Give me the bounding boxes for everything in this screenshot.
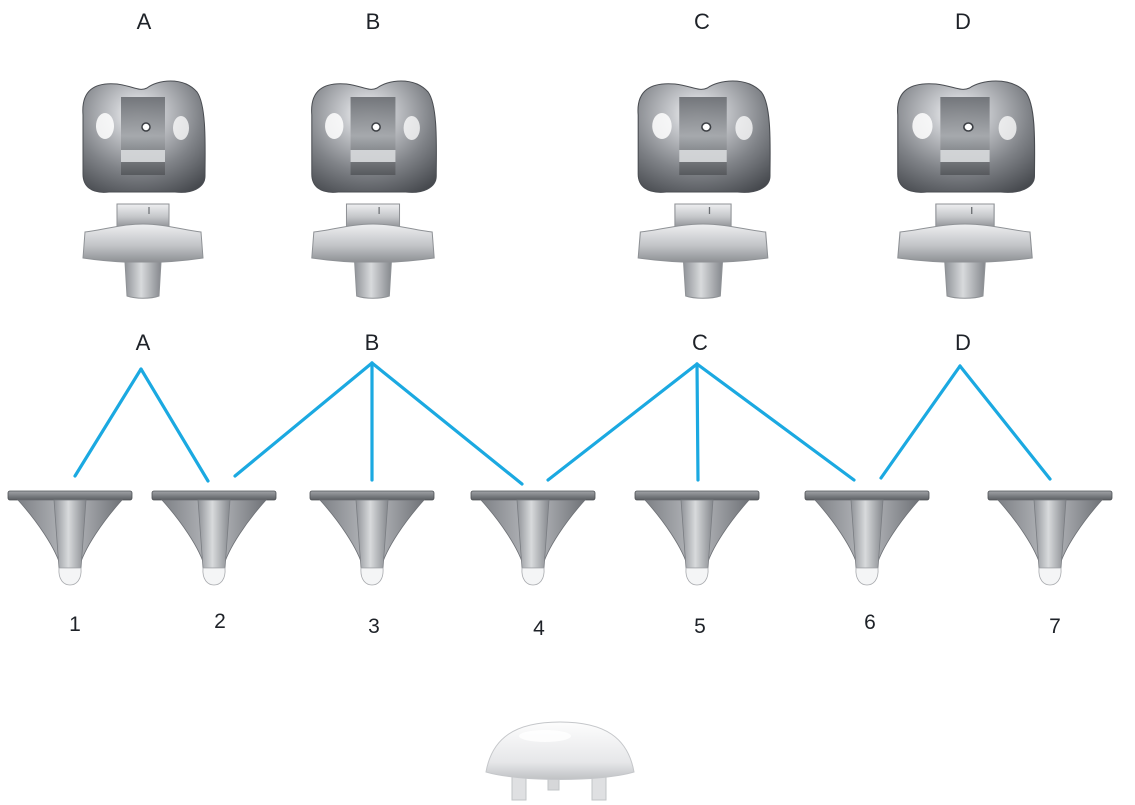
connection-line-d-7 [958,364,1052,481]
tibial-tray-4 [470,490,596,586]
bottom-label-7: 7 [1049,615,1061,638]
connection-lines [73,361,1052,486]
connection-line-c-6 [695,362,856,482]
implant-set-d [897,80,1036,299]
bottom-label-3: 3 [368,615,380,638]
femoral-component-c [637,80,771,193]
implant-set-b [311,80,437,299]
middle-labels: A B C D [136,330,971,355]
connection-line-c-5 [695,362,700,482]
bottom-label-6: 6 [864,611,876,634]
implant-row [82,80,1036,299]
connection-line-a-2 [139,367,210,483]
tibial-tray-7 [987,490,1113,586]
tray-row [7,490,1113,586]
top-label-b: B [366,9,381,34]
bottom-label-4: 4 [533,617,545,640]
femoral-component-a [82,80,206,193]
top-label-c: C [694,9,710,34]
mid-label-c: C [692,330,708,355]
plug-cap [485,721,635,801]
tibial-insert-a [82,203,204,299]
femoral-component-b [311,80,437,193]
mid-label-b: B [365,330,380,355]
top-labels: A B C D [137,9,971,34]
femoral-component-d [897,80,1036,193]
tibial-insert-d [897,203,1033,299]
bottom-labels: 1 2 3 4 5 6 7 [69,610,1061,640]
mid-label-a: A [136,330,151,355]
tibial-tray-2 [151,490,277,586]
bottom-label-1: 1 [69,613,81,636]
bottom-label-5: 5 [694,615,706,638]
top-label-d: D [955,9,971,34]
implant-set-a [82,80,206,299]
tibial-insert-b [311,203,435,299]
mid-label-d: D [955,330,971,355]
connection-line-b-4 [370,361,524,486]
tibial-insert-c [637,203,769,299]
implant-set-c [637,80,771,299]
connection-line-c-4 [546,362,699,482]
connection-line-b-2 [233,361,374,478]
tibial-tray-6 [804,490,930,586]
tibial-tray-1 [7,490,133,586]
connection-line-d-6 [879,364,962,480]
top-label-a: A [137,9,152,34]
tibial-tray-5 [634,490,760,586]
tibial-tray-3 [309,490,435,586]
connection-line-a-1 [73,367,143,478]
bottom-label-2: 2 [214,610,226,633]
